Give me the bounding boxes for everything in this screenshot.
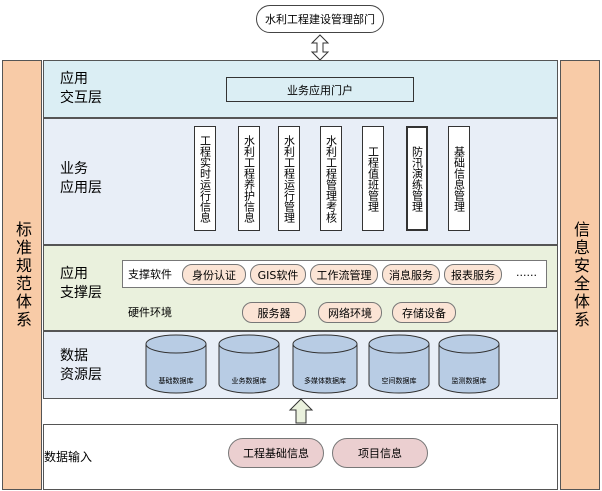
module-duty-management: 工程值班管理 bbox=[362, 126, 384, 231]
database-cylinder-monitoring bbox=[438, 334, 500, 394]
database-label-basic: 基础数据库 bbox=[158, 377, 194, 385]
database-label-monitoring: 监测数据库 bbox=[451, 377, 487, 385]
data-input-title: 数据输入 bbox=[44, 450, 93, 464]
hardware-server: 服务器 bbox=[242, 302, 306, 323]
database-label-business: 业务数据库 bbox=[231, 377, 267, 385]
database-cylinder-spatial bbox=[368, 334, 430, 394]
software-ellipsis: ...... bbox=[516, 266, 537, 279]
standards-system-column: 标准规范体系 bbox=[2, 60, 42, 490]
database-label-spatial: 空间数据库 bbox=[381, 377, 417, 385]
business-portal: 业务应用门户 bbox=[226, 77, 414, 102]
hardware-storage: 存储设备 bbox=[392, 302, 456, 323]
management-department-node: 水利工程建设管理部门 bbox=[256, 5, 384, 33]
module-basic-info: 基础信息管理 bbox=[448, 126, 470, 231]
hardware-label: 硬件环境 bbox=[128, 306, 172, 319]
software-report-service: 报表服务 bbox=[444, 264, 502, 285]
support-layer-title: 应用 支撑层 bbox=[60, 266, 102, 301]
module-realtime-operation: 工程实时运行信息 bbox=[194, 126, 216, 231]
software-identity-auth: 身份认证 bbox=[182, 264, 246, 285]
support-software-label: 支撑软件 bbox=[128, 268, 172, 281]
software-gis: GIS软件 bbox=[250, 264, 306, 285]
security-system-column: 信息安全体系 bbox=[560, 60, 600, 490]
database-cylinder-multimedia bbox=[292, 334, 358, 394]
software-workflow: 工作流管理 bbox=[310, 264, 378, 285]
module-management-assessment: 水利工程管理考核 bbox=[320, 126, 342, 231]
hardware-network: 网络环境 bbox=[318, 302, 382, 323]
bidirectional-arrow-icon bbox=[310, 34, 330, 61]
upward-arrow-icon bbox=[288, 398, 314, 424]
data-layer-title: 数据 资源层 bbox=[60, 348, 102, 383]
database-cylinder-basic bbox=[145, 334, 207, 394]
input-project-basic-info: 工程基础信息 bbox=[228, 438, 324, 468]
interaction-layer-title: 应用 交互层 bbox=[60, 71, 102, 106]
module-maintenance-info: 水利工程养护信息 bbox=[238, 126, 260, 231]
database-cylinder-business bbox=[218, 334, 280, 394]
input-project-info: 项目信息 bbox=[332, 438, 428, 468]
software-message-service: 消息服务 bbox=[382, 264, 440, 285]
business-layer-title: 业务 应用层 bbox=[60, 161, 102, 196]
business-layer bbox=[43, 118, 558, 245]
database-label-multimedia: 多媒体数据库 bbox=[304, 377, 346, 385]
module-flood-drill: 防汛演练管理 bbox=[406, 126, 428, 231]
module-operation-management: 水利工程运行管理 bbox=[278, 126, 300, 231]
